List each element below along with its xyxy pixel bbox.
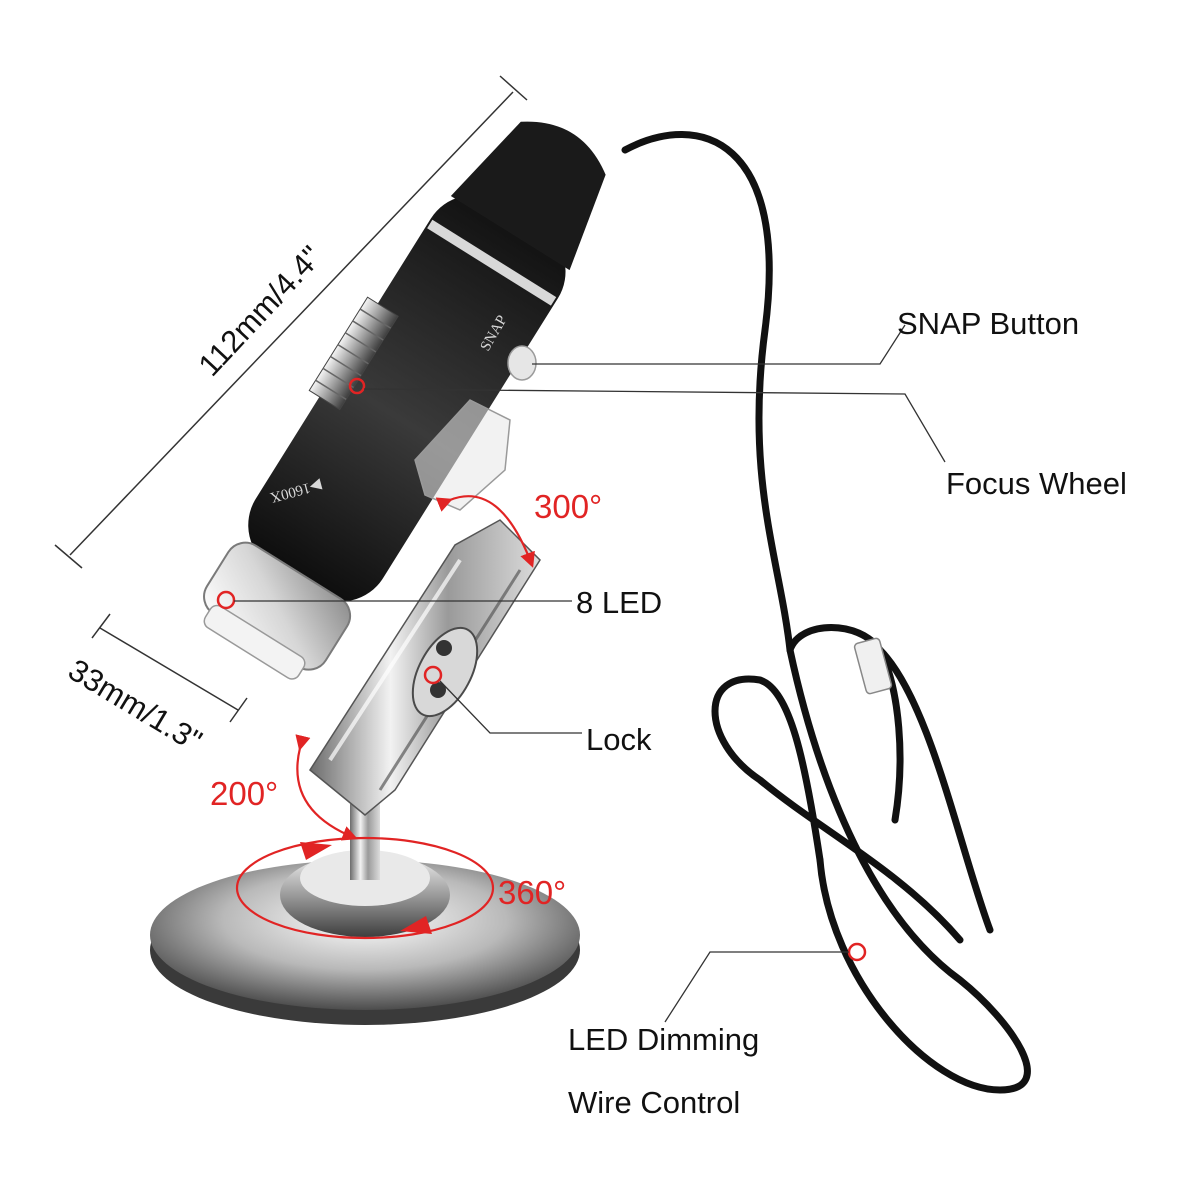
stand-arm [309,519,541,816]
holder-rotation-label: 300° [534,488,602,525]
lock-leader [439,680,582,734]
holder-rotation-arrow [435,495,535,568]
snap-leader [532,324,906,365]
snap-button-shape [507,345,537,381]
focus-wheel-marker [348,377,366,395]
stand-base [150,793,580,1025]
length-label: 112mm/4.4" [192,239,329,383]
usb-plug [853,637,893,695]
led-label: 8 LED [576,585,662,620]
snap-button-label: SNAP Button [897,306,1079,341]
focus-wheel-label: Focus Wheel [946,466,1127,501]
focus-leader [363,388,946,463]
lock-label: Lock [586,722,652,757]
microscope-body [203,121,606,680]
dimming-marker [847,942,867,962]
led-dimming-label: LED Dimming [568,1022,759,1057]
diameter-label: 33mm/1.3" [62,652,208,759]
arm-rotation-label: 200° [210,775,278,812]
diameter-dimension [91,613,248,723]
usb-cable [621,131,1031,1094]
dimming-leader [664,951,849,1023]
wire-control-label: Wire Control [568,1085,740,1120]
base-rotation-label: 360° [498,874,566,911]
lock-marker [423,665,443,685]
arm-rotation-arrow [295,734,358,841]
led-marker [216,590,236,610]
base-rotation-arrow [235,836,495,940]
length-dimension [54,75,528,569]
